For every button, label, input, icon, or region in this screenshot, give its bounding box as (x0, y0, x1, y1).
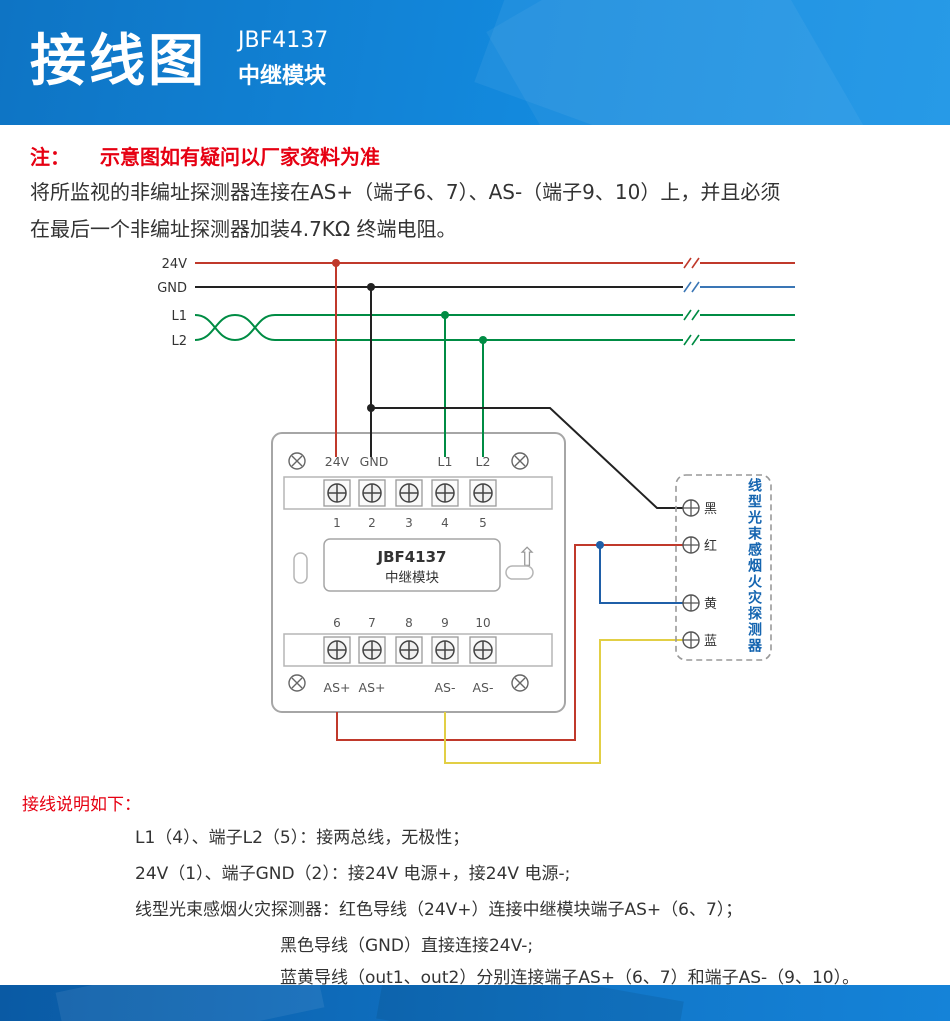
description-line-1: 将所监视的非编址探测器连接在AS+（端子6、7）、AS-（端子9、10）上，并且… (30, 180, 781, 204)
instruction-line-4: 黑色导线（GND）直接连接24V-; (280, 936, 534, 956)
terminal-label: GND (360, 454, 389, 469)
junction-dot (367, 404, 375, 412)
wire-blue-branch (599, 545, 683, 604)
detector-name-vertical: 线型光束感烟火灾探测器 (746, 478, 762, 654)
up-arrow-icon: ⇧ (516, 543, 538, 573)
terminal-label: AS+ (324, 680, 351, 695)
terminal-number: 8 (405, 616, 413, 630)
wiring-diagram: 24V GND L1 L2 (0, 250, 950, 785)
bus-line-l2 (194, 313, 683, 341)
terminal-label: L2 (476, 454, 491, 469)
detector-terminal-icon (682, 536, 700, 554)
terminal-number: 10 (475, 616, 490, 630)
subtitle-label: 中继模块 (238, 64, 327, 89)
instructions-heading: 接线说明如下： (22, 795, 141, 815)
terminal-number: 3 (405, 516, 413, 530)
junction-dot (441, 311, 449, 319)
terminal-screw-icon (395, 636, 423, 664)
footer-decor-polygon (376, 985, 684, 1021)
terminal-label: AS- (473, 680, 494, 695)
bus-lines (194, 262, 795, 342)
terminal-number: 1 (333, 516, 341, 530)
detector-terminal-label: 蓝 (704, 634, 717, 649)
junction-dot (367, 283, 375, 291)
instruction-line-3: 线型光束感烟火灾探测器：红色导线（24V+）连接中继模块端子AS+（6、7）； (135, 900, 743, 920)
detector-terminal-icon (682, 631, 700, 649)
bus-break-marks (683, 257, 700, 346)
bus-labels: 24V GND L1 L2 (157, 257, 187, 349)
bus-label-l2: L2 (171, 334, 187, 349)
bottom-terminal-numbers: 6 7 8 9 10 (333, 616, 490, 630)
instruction-line-1: L1（4）、端子L2（5）：接两总线，无极性； (135, 828, 470, 848)
model-label: JBF4137 (238, 28, 329, 53)
note: 注： 示意图如有疑问以厂家资料为准 (30, 141, 380, 170)
module-bottom-terminal-labels: AS+ AS+ AS- AS- (324, 680, 494, 695)
module-nameplate (323, 538, 501, 592)
module-type: 中继模块 (385, 570, 439, 586)
detector-terminals (682, 499, 700, 649)
bottom-terminal-screws (323, 636, 497, 664)
module-top-terminal-labels: 24V GND L1 L2 (325, 454, 491, 469)
top-terminal-screws (323, 479, 497, 507)
wiring-diagram-svg: 24V GND L1 L2 (157, 257, 795, 764)
corner-screw-icon (511, 452, 529, 470)
note-text: 示意图如有疑问以厂家资料为准 (100, 145, 380, 169)
wire-gnd-to-detector (371, 407, 683, 509)
detector-terminal-icon (682, 594, 700, 612)
terminal-screw-icon (395, 479, 423, 507)
note-prefix: 注： (30, 145, 70, 169)
description-line-2: 在最后一个非编址探测器加装4.7KΩ 终端电阻。 (30, 217, 457, 241)
side-slot-left (293, 552, 308, 584)
side-slot-right (505, 565, 534, 580)
terminal-label: 24V (325, 454, 350, 469)
terminal-number: 4 (441, 516, 449, 530)
terminal-label: AS+ (359, 680, 386, 695)
wire-red-to-detector (336, 544, 683, 741)
drop-wires (335, 263, 683, 509)
detector-terminal-label: 黄 (704, 597, 717, 612)
terminal-number: 9 (441, 616, 449, 630)
output-wires (336, 544, 683, 764)
terminal-screw-icon (323, 636, 351, 664)
detector-terminal-icon (682, 499, 700, 517)
bus-label-l1: L1 (171, 309, 187, 324)
terminal-number: 7 (368, 616, 376, 630)
terminal-number: 5 (479, 516, 487, 530)
terminal-screw-icon (358, 636, 386, 664)
terminal-label: AS- (435, 680, 456, 695)
corner-screw-icon (511, 674, 529, 692)
terminal-screw-icon (431, 636, 459, 664)
corner-screw-icon (288, 452, 306, 470)
terminal-screw-icon (431, 479, 459, 507)
terminal-label: L1 (438, 454, 453, 469)
terminal-number: 6 (333, 616, 341, 630)
module-name: JBF4137 (376, 548, 446, 566)
junction-dot (479, 336, 487, 344)
corner-screw-icon (288, 674, 306, 692)
instruction-line-5: 蓝黄导线（out1、out2）分别连接端子AS+（6、7）和端子AS-（9、10… (280, 968, 860, 988)
header: 接线图 JBF4137 中继模块 (0, 0, 950, 125)
detector-terminal-label: 黑 (704, 502, 717, 517)
wire-yellow-to-detector (444, 639, 683, 764)
terminal-number: 2 (368, 516, 376, 530)
detector-terminal-labels: 黑 红 黄 蓝 (704, 502, 717, 649)
bus-label-24v: 24V (162, 257, 188, 272)
junction-dots (332, 259, 604, 549)
footer (0, 985, 950, 1021)
terminal-screw-icon (469, 479, 497, 507)
detector-box (675, 474, 772, 661)
terminal-screw-icon (469, 636, 497, 664)
junction-dot (596, 541, 604, 549)
detector-terminal-label: 红 (704, 538, 717, 554)
top-terminal-numbers: 1 2 3 4 5 (333, 516, 487, 530)
bus-line-l1 (194, 314, 683, 342)
junction-dot (332, 259, 340, 267)
terminal-screw-icon (358, 479, 386, 507)
bus-label-gnd: GND (157, 281, 187, 296)
page-title: 接线图 (30, 29, 207, 94)
terminal-screw-icon (323, 479, 351, 507)
footer-decor-polygon (55, 985, 325, 1021)
instruction-line-2: 24V（1）、端子GND（2）：接24V 电源+，接24V 电源-; (135, 864, 571, 884)
